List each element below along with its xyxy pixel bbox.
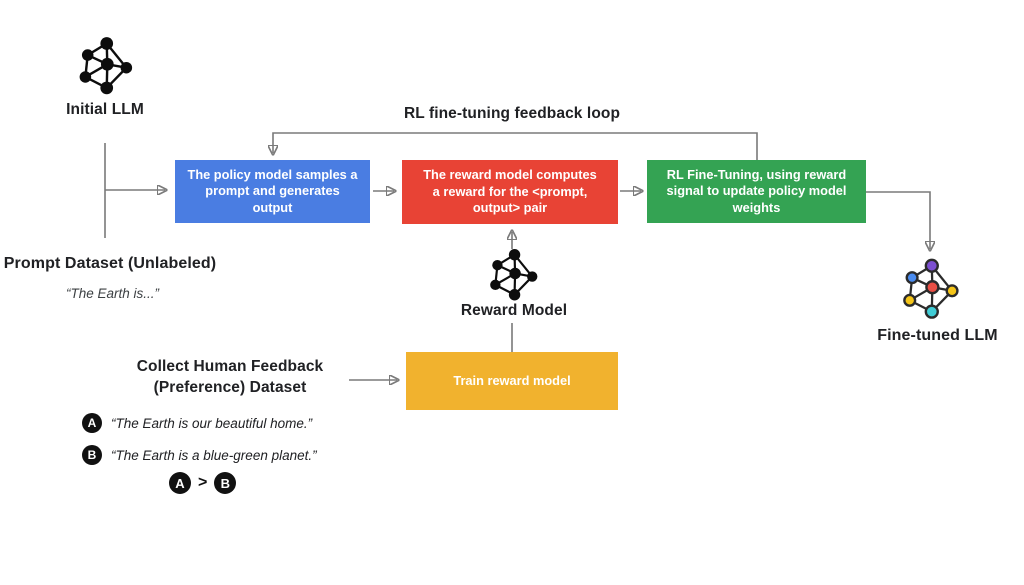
policy-model-box-text: The policy model samples a prompt and ge… — [187, 166, 358, 215]
train-reward-box-text: Train reward model — [453, 372, 571, 388]
comparison-badge-a: A — [169, 472, 191, 494]
prompt-dataset-label: Prompt Dataset (Unlabeled) — [3, 255, 217, 272]
comparison-badge-b: B — [214, 472, 237, 494]
reward-model-label: Reward Model — [460, 302, 568, 319]
connector-feedback-loop — [273, 132, 758, 160]
rl-finetune-box-text: RL Fine-Tuning, using reward signal to u… — [666, 166, 847, 215]
policy-model-box: The policy model samples a prompt and ge… — [175, 160, 370, 223]
human-feedback-title: Collect Human Feedback (Preference) Data… — [136, 358, 324, 396]
prompt-dataset-example: “The Earth is...” — [65, 286, 160, 301]
greater-than-sign: > — [198, 474, 208, 491]
initial-llm-network-icon — [79, 37, 133, 95]
preference-item-b: B “The Earth is a blue-green planet.” — [82, 445, 317, 465]
train-reward-box: Train reward model — [406, 352, 618, 410]
badge-b: B — [82, 445, 102, 465]
preference-text-a: “The Earth is our beautiful home.” — [111, 415, 313, 431]
fine-tuned-llm-label: Fine-tuned LLM — [877, 327, 998, 344]
fine-tuned-llm-network-icon — [903, 258, 959, 319]
rl-finetune-box: RL Fine-Tuning, using reward signal to u… — [647, 160, 866, 223]
initial-llm-label: Initial LLM — [66, 101, 144, 118]
preference-item-a: A “The Earth is our beautiful home.” — [82, 413, 312, 433]
preference-text-b: “The Earth is a blue-green planet.” — [111, 447, 317, 463]
reward-model-network-icon — [490, 249, 538, 301]
badge-a: A — [82, 413, 102, 433]
reward-model-box: The reward model computes a reward for t… — [402, 160, 618, 224]
feedback-loop-label: RL fine-tuning feedback loop — [403, 105, 621, 122]
connector-rl-to-finetuned — [866, 191, 930, 249]
preference-comparison: A > B — [169, 472, 237, 494]
reward-model-box-text: The reward model computes a reward for t… — [423, 167, 597, 216]
